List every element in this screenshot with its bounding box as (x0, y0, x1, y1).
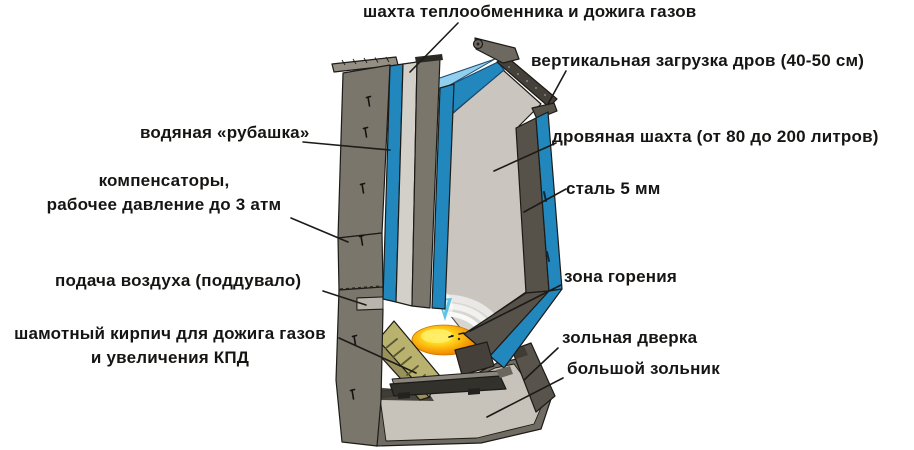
leader-lines (290, 22, 567, 418)
loading-hatch (472, 37, 558, 120)
label-wood-shaft: дровяная шахта (от 80 до 200 литров) (552, 127, 879, 146)
ash-door-part (511, 342, 556, 413)
right-wall-lower (454, 288, 563, 376)
label-air-supply: подача воздуха (поддувало) (55, 271, 302, 290)
label-fireclay-brick: шамотный кирпич для дожига газов и увели… (0, 322, 340, 370)
water-jacket-strips (382, 54, 455, 310)
label-water-jacket: водяная «рубашка» (140, 123, 310, 142)
hatch-lever (472, 37, 520, 64)
label-big-ash-pan: большой зольник (567, 359, 720, 378)
flame (411, 324, 477, 356)
label-steel-5mm: сталь 5 мм (566, 179, 661, 198)
label-burning-zone: зона горения (564, 267, 677, 286)
right-wall (515, 111, 563, 294)
left-wall (331, 54, 455, 447)
label-compensators-line1: компенсаторы, (98, 171, 230, 190)
label-compensators-line2: рабочее давление до 3 атм (46, 195, 282, 214)
label-fireclay-line1: шамотный кирпич для дожига газов (14, 324, 326, 343)
ash-scraper-tool (389, 366, 513, 399)
air-inlet-slot (356, 296, 384, 311)
label-vertical-loading: вертикальная загрузка дров (40-50 см) (531, 51, 865, 70)
label-heat-exchanger-shaft: шахта теплообменника и дожига газов (363, 2, 697, 21)
label-compensators: компенсаторы, рабочее давление до 3 атм (35, 169, 293, 217)
compensator-marks (349, 95, 372, 400)
label-ash-door: зольная дверка (562, 328, 698, 347)
label-fireclay-line2: и увеличения КПД (90, 348, 250, 367)
